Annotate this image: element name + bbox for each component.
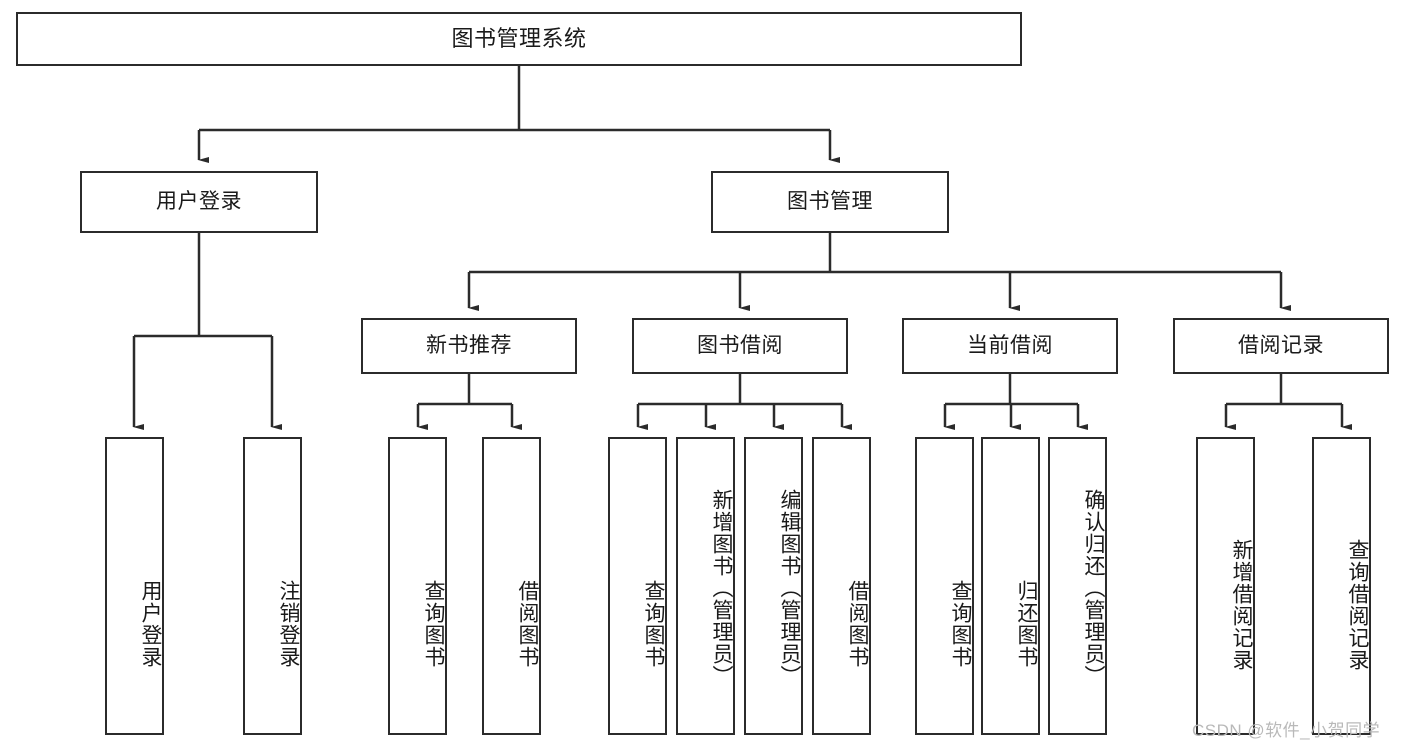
node-label: 新书推荐 [426,334,512,358]
node-label: 归还图书 [1015,580,1038,668]
leaf-borrow-edit-book[interactable]: 编辑图书（管理员） [744,437,803,735]
node-label: 注销登录 [277,580,300,668]
leaf-user-login-signin[interactable]: 用户登录 [105,437,164,735]
node-book-management[interactable]: 图书管理 [711,171,949,233]
csdn-watermark: CSDN @软件_小贺同学 [1192,721,1381,740]
leaf-current-return-book[interactable]: 归还图书 [981,437,1040,735]
node-label: 编辑图书（管理员） [778,489,801,687]
node-label: 借阅记录 [1238,334,1324,358]
node-new-book-recommend[interactable]: 新书推荐 [361,318,577,374]
node-book-borrow[interactable]: 图书借阅 [632,318,848,374]
leaf-current-confirm-return[interactable]: 确认归还（管理员） [1048,437,1107,735]
leaf-new-book-query[interactable]: 查询图书 [388,437,447,735]
node-label: 确认归还（管理员） [1082,489,1105,687]
node-label: 查询图书 [642,580,665,668]
node-label: 当前借阅 [967,334,1053,358]
leaf-record-add[interactable]: 新增借阅记录 [1196,437,1255,735]
node-user-login[interactable]: 用户登录 [80,171,318,233]
node-label: 查询图书 [422,580,445,668]
leaf-borrow-query-book[interactable]: 查询图书 [608,437,667,735]
node-label: 新增借阅记录 [1230,539,1253,671]
node-label: 图书借阅 [697,334,783,358]
node-label: 图书管理 [787,190,873,214]
node-label: 用户登录 [139,580,162,668]
node-root-system[interactable]: 图书管理系统 [16,12,1022,66]
node-borrow-record[interactable]: 借阅记录 [1173,318,1389,374]
leaf-user-login-signout[interactable]: 注销登录 [243,437,302,735]
node-label: 查询借阅记录 [1346,539,1369,671]
node-label: 借阅图书 [516,580,539,668]
node-label: 用户登录 [156,190,242,214]
leaf-borrow-add-book[interactable]: 新增图书（管理员） [676,437,735,735]
leaf-record-query[interactable]: 查询借阅记录 [1312,437,1371,735]
node-current-borrow[interactable]: 当前借阅 [902,318,1118,374]
node-label: 新增图书（管理员） [710,489,733,687]
node-label: 借阅图书 [846,580,869,668]
leaf-borrow-borrow-book[interactable]: 借阅图书 [812,437,871,735]
node-label: 查询图书 [949,580,972,668]
node-label: 图书管理系统 [451,25,587,51]
leaf-current-query-book[interactable]: 查询图书 [915,437,974,735]
leaf-new-book-borrow[interactable]: 借阅图书 [482,437,541,735]
